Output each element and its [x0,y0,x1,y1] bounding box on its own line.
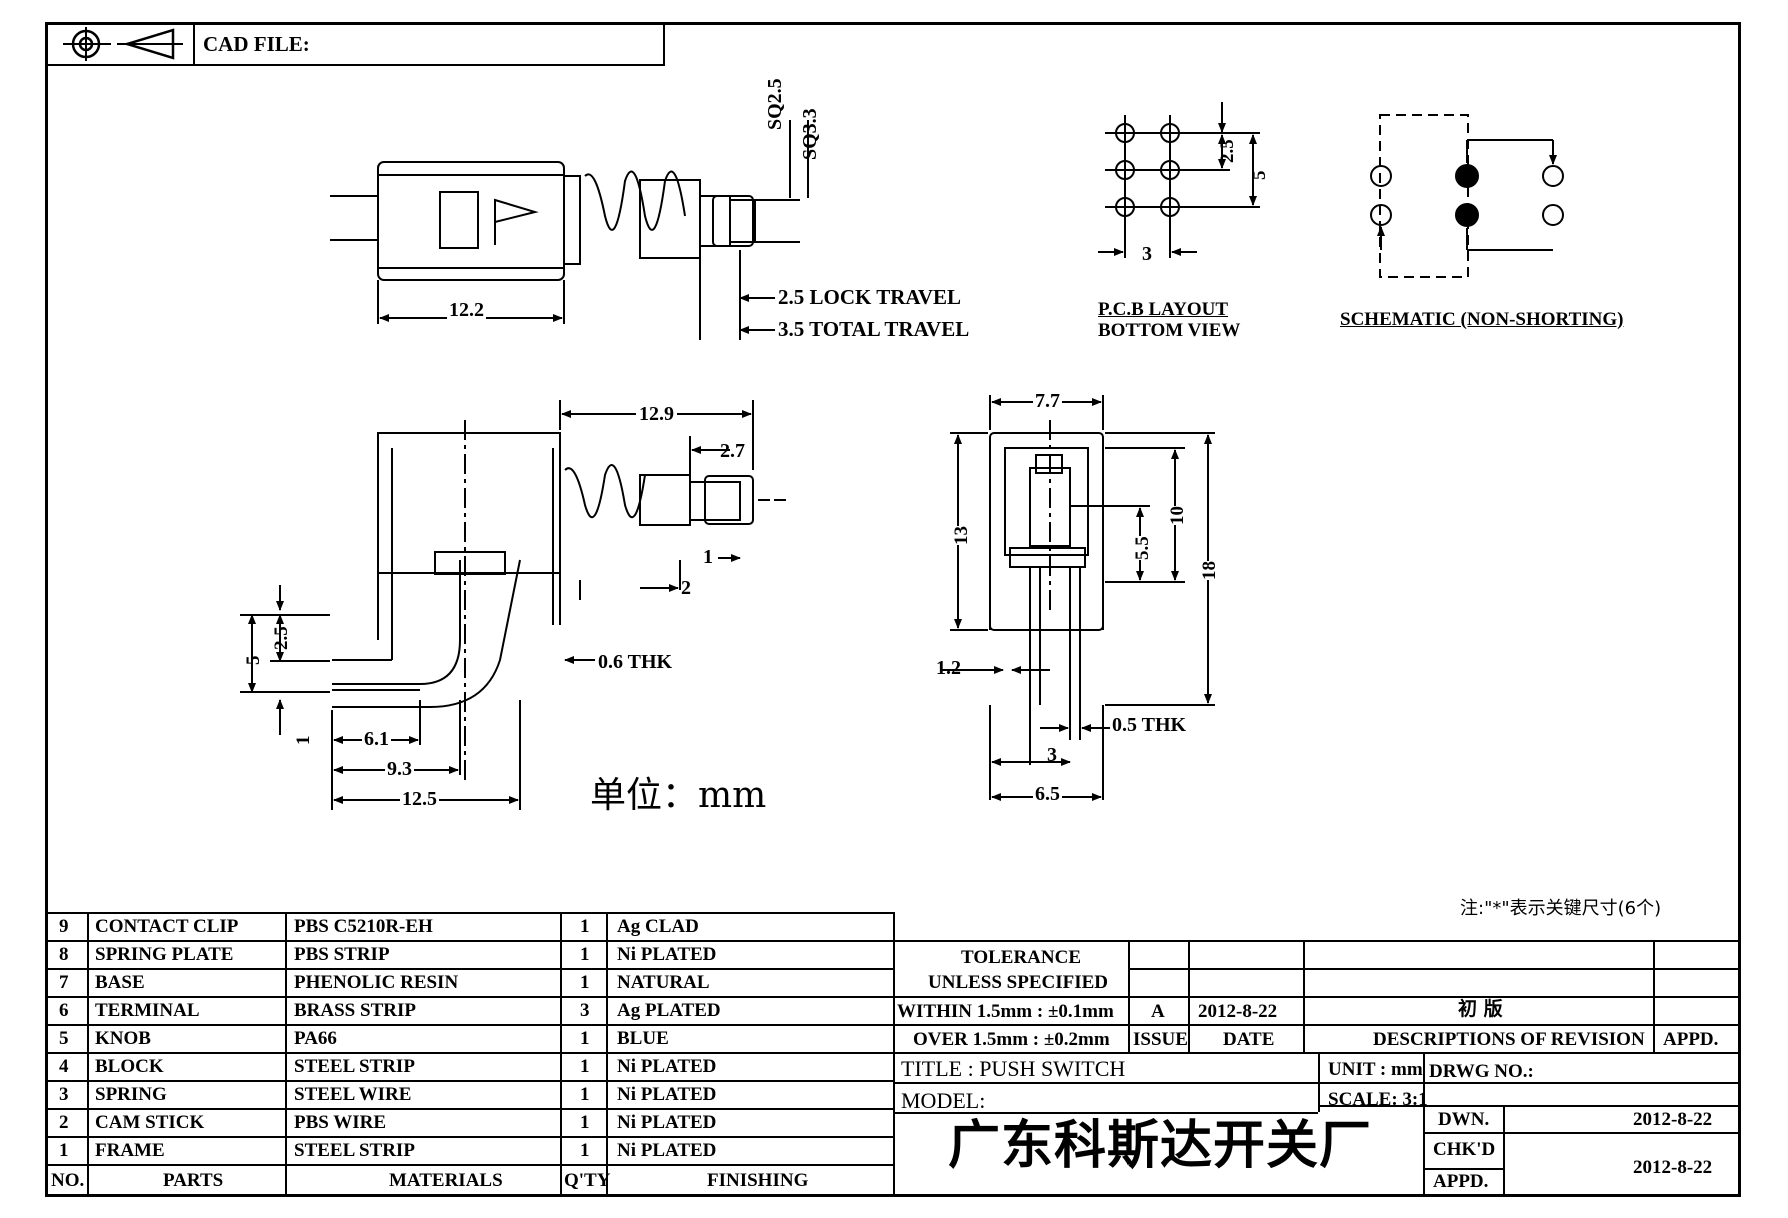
dim-5-5: 5.5 [1132,536,1153,560]
dim-2-7: 2.7 [720,440,745,462]
total-travel-label: 3.5 TOTAL TRAVEL [778,317,970,341]
dim-12-9: 12.9 [636,404,677,424]
col-finishing: FINISHING [707,1169,809,1191]
pcb-layout-drawing [1098,102,1260,258]
dim-sq3-3: SQ3.3 [799,108,821,160]
dim-5: 5 [243,655,264,666]
col-no: NO. [51,1169,85,1191]
pcb-bottom-view-title: BOTTOM VIEW [1098,320,1241,341]
col-materials: MATERIALS [389,1169,503,1191]
top-view-drawing [330,120,809,340]
chk-date: 2012-8-22 [1633,1157,1713,1178]
unless-specified-label: UNLESS SPECIFIED [928,972,1109,993]
tolerance-over: OVER 1.5mm : ±0.2mm [913,1029,1110,1050]
dim-sq2-5: SQ2.5 [764,78,786,130]
dim-6-1: 6.1 [362,728,391,750]
pcb-layout-title: P.C.B LAYOUT [1098,299,1229,320]
title-block: TOLERANCE UNLESS SPECIFIED WITHIN 1.5mm … [893,940,1741,1197]
dim-7-7: 7.7 [1033,390,1062,412]
date-label: DATE [1223,1029,1275,1050]
model-label: MODEL: [901,1088,986,1113]
unit-cell: UNIT : mm [1328,1059,1423,1080]
dim-9-3: 9.3 [385,758,414,780]
description-value: 初 版 [1458,998,1503,1020]
dim-pcb-3: 3 [1142,243,1152,265]
scale-cell: SCALE: 3:1 [1328,1089,1428,1110]
dim-side-2-5: 2.5 [271,626,292,650]
dwn-label: DWN. [1438,1109,1490,1130]
lock-travel-label: 2.5 LOCK TRAVEL [778,285,962,309]
company-name: 广东科斯达开关厂 [948,1116,1373,1176]
dim-pcb-5: 5 [1249,170,1270,181]
dim-1: 1 [703,546,713,568]
descriptions-label: DESCRIPTIONS OF REVISION [1373,1029,1645,1050]
appd-label: APPD. [1663,1029,1719,1050]
dim-2: 2 [681,577,691,599]
projection-symbol-icon [63,27,183,61]
appd2-label: APPD. [1433,1171,1489,1192]
col-qty: Q'TY [564,1169,611,1191]
technical-drawing [240,102,1564,810]
issue-value: A [1151,1001,1165,1022]
chkd-label: CHK'D [1433,1139,1496,1160]
dim-12-5: 12.5 [400,788,439,810]
schematic-drawing [1370,114,1564,278]
dwn-date: 2012-8-22 [1633,1109,1713,1130]
dim-18: 18 [1199,561,1220,580]
unit-label: 单位：mm [590,775,767,816]
dim-13: 13 [951,526,972,545]
dim-front-3: 3 [1047,744,1057,766]
front-view-drawing [940,395,1215,801]
dim-side-1: 1 [293,735,314,746]
key-dimension-note: 注:"*"表示关键尺寸(6个) [1460,898,1662,919]
drawing-title: TITLE : PUSH SWITCH [901,1056,1126,1081]
schematic-title: SCHEMATIC (NON-SHORTING) [1340,309,1624,330]
dim-pcb-2-5: 2.5 [1217,139,1238,163]
dim-12-2: 12.2 [447,299,486,321]
date-value: 2012-8-22 [1198,1001,1278,1022]
cad-file-label: CAD FILE: [203,31,310,56]
side-view-drawing [240,400,790,810]
tolerance-within: WITHIN 1.5mm : ±0.1mm [897,1001,1114,1022]
tolerance-label: TOLERANCE [961,947,1082,968]
drwg-no-label: DRWG NO.: [1429,1061,1534,1082]
dim-0-6-thk: 0.6 THK [598,651,673,673]
dim-10: 10 [1167,506,1188,525]
bom-table: 9 CONTACT CLIP PBS C5210R-EH 1 Ag CLAD 8… [45,912,895,1197]
issue-label: ISSUE [1133,1029,1188,1050]
dim-0-5-thk: 0.5 THK [1112,714,1187,736]
dim-1-2: 1.2 [936,657,961,679]
dim-6-5: 6.5 [1033,783,1062,805]
col-parts: PARTS [163,1169,224,1191]
